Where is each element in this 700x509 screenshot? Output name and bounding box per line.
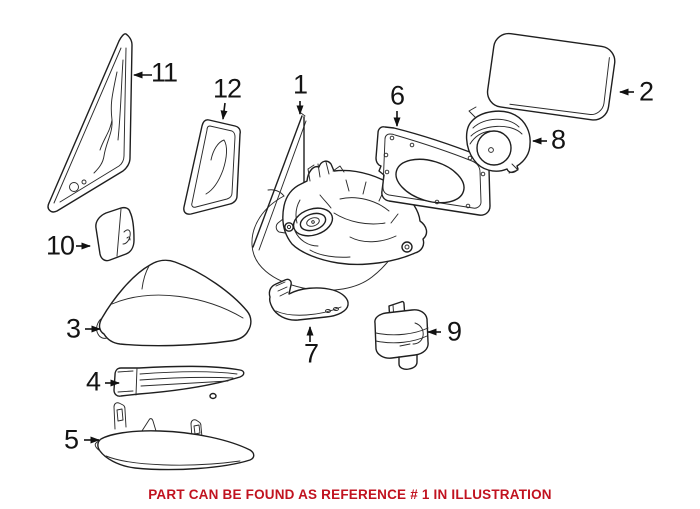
callout-label-12: 12: [212, 73, 242, 104]
callout-label-8: 8: [550, 124, 566, 155]
callout-label-7: 7: [303, 338, 319, 369]
mirror-cover-drawing: [96, 259, 252, 347]
callout-label-2: 2: [638, 76, 654, 107]
side-camera-drawing: [374, 300, 429, 370]
reference-caption: PART CAN BE FOUND AS REFERENCE # 1 IN IL…: [148, 487, 552, 502]
callout-label-4: 4: [85, 366, 101, 397]
callout-label-5: 5: [63, 424, 79, 455]
mirror-base-cap-drawing: [95, 206, 135, 262]
callout-arrows: [76, 71, 634, 444]
inner-trim-triangle-drawing: [183, 119, 241, 215]
callout-label-10: 10: [45, 230, 75, 261]
mirror-glass-drawing: [486, 32, 616, 121]
mirror-backing-plate-drawing: [375, 126, 491, 216]
support-bracket-drawing: [268, 278, 349, 321]
mirror-motor-drawing: [465, 106, 531, 174]
corner-trim-panel-drawing: [47, 33, 133, 213]
callout-label-1: 1: [292, 69, 308, 100]
callout-label-6: 6: [389, 80, 405, 111]
callout-label-3: 3: [65, 313, 81, 344]
callout-label-9: 9: [446, 316, 462, 347]
callout-arrow-12: [220, 102, 228, 120]
lower-housing-trim-drawing: [94, 402, 255, 471]
callout-label-11: 11: [150, 57, 178, 88]
turn-signal-lens-drawing: [113, 365, 245, 400]
